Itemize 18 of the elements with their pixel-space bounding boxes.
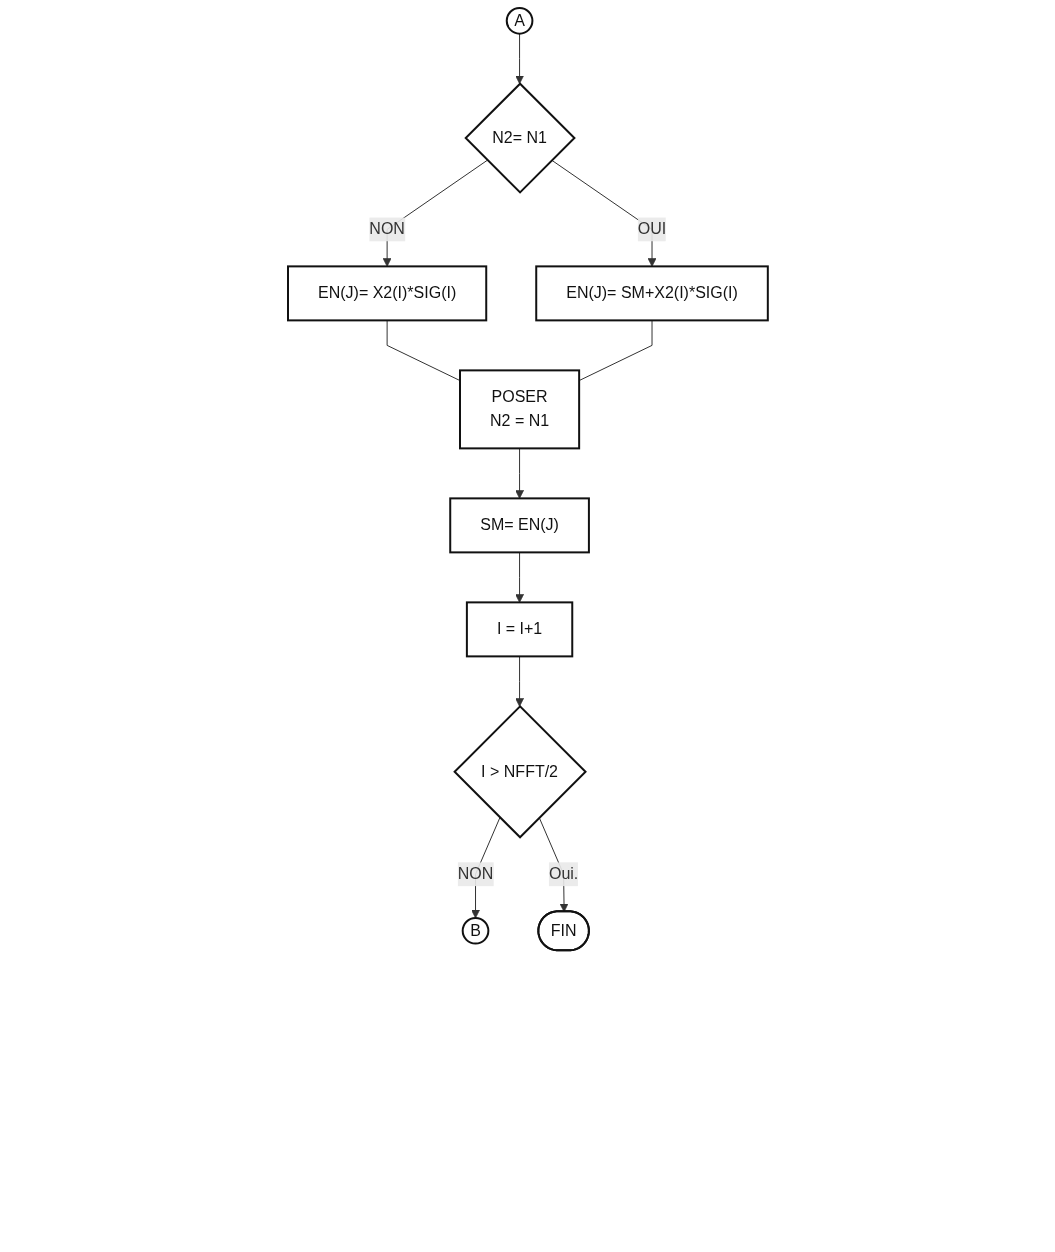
node-box: EN(J)= X2(I)*SIG(I) [286, 265, 487, 322]
arrow [514, 655, 524, 707]
node-circle: B [461, 916, 489, 945]
node-box: EN(J)= SM+X2(I)*SIG(I) [534, 265, 769, 322]
edge-label: Oui. [548, 865, 578, 883]
arrow [514, 33, 524, 85]
arrow [514, 551, 524, 603]
edge-label: NON [457, 865, 493, 883]
node-diamond: I > NFFT/2 [452, 704, 587, 839]
connector [578, 319, 653, 382]
node-box: POSER N2 = N1 [458, 369, 580, 450]
node-diamond: N2= N1 [463, 82, 576, 194]
edge-label: OUI [637, 220, 666, 238]
edge-label: NON [368, 220, 405, 238]
node-box: I = I+1 [465, 601, 573, 658]
arrow [514, 447, 524, 499]
node-circle: A [505, 7, 533, 35]
node-box: SM= EN(J) [448, 497, 590, 554]
